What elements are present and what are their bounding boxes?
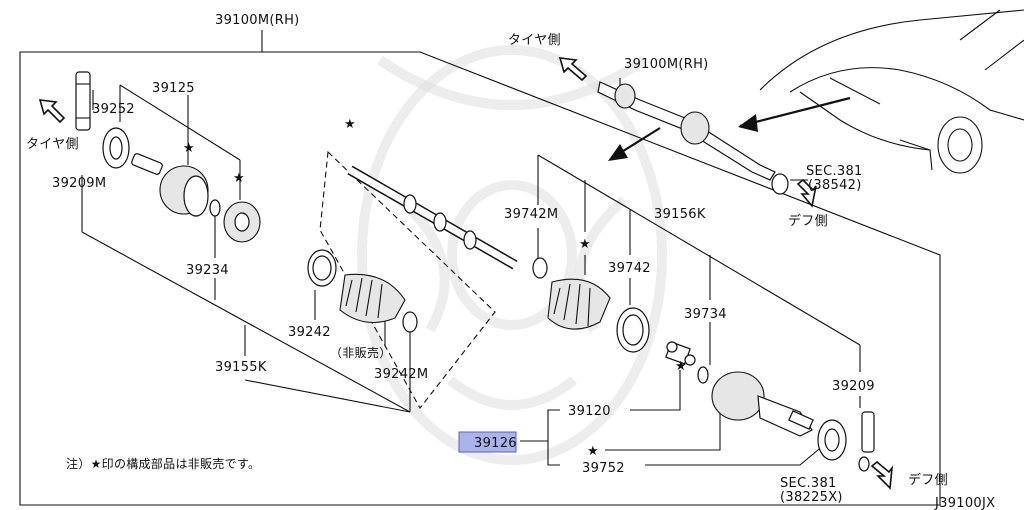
part-39125-cage xyxy=(223,201,261,243)
star-39126: ★ xyxy=(587,444,599,459)
car-sketch xyxy=(759,9,1024,174)
label-39742: 39742 xyxy=(608,261,651,276)
part-39752-housing xyxy=(711,371,814,437)
label-sec381-bottom: SEC.381 xyxy=(780,476,837,491)
pointer-arrows xyxy=(608,96,851,161)
label-diff-side-top: デフ側 xyxy=(788,213,828,229)
direction-arrow-left xyxy=(38,99,66,124)
small-driveshaft-assembly xyxy=(597,78,808,195)
shaft-dashed-box xyxy=(319,150,496,409)
label-39209: 39209 xyxy=(832,379,875,394)
label-39100M-rh: 39100M(RH) xyxy=(215,13,300,28)
label-39156K: 39156K xyxy=(654,207,706,222)
label-39120: 39120 xyxy=(568,404,611,419)
left-group-lines xyxy=(81,84,411,413)
label-sec381-top: SEC.381 xyxy=(806,164,863,179)
star-markers: ★ ★ ★ ★ ★ ★ xyxy=(183,117,687,459)
label-39125: 39125 xyxy=(152,81,195,96)
label-39100M-rh-small: 39100M(RH) xyxy=(624,57,709,72)
label-not-sold: （非販売） xyxy=(330,345,392,360)
direction-arrow-diff-top xyxy=(796,178,817,208)
star-boot: ★ xyxy=(579,237,591,252)
part-39234-circlip xyxy=(209,199,221,217)
label-39742M: 39742M xyxy=(504,207,558,222)
star-spider: ★ xyxy=(675,359,687,374)
label-tire-side-top: タイヤ側 xyxy=(508,33,561,48)
watermark-emblem xyxy=(357,45,667,465)
label-39752: 39752 xyxy=(582,461,625,476)
part-39742M-band xyxy=(532,257,548,279)
part-39741-boot-right xyxy=(547,278,611,330)
label-39234: 39234 xyxy=(186,263,229,278)
part-39242M-band xyxy=(402,311,418,333)
star-39125-b: ★ xyxy=(233,171,245,186)
label-39734: 39734 xyxy=(684,307,727,322)
part-39734-circlip xyxy=(697,366,709,384)
label-sec381-top-ref: (38542) xyxy=(808,178,862,193)
part-39742-band xyxy=(616,307,650,353)
label-sec381-bottom-ref: (38225X) xyxy=(780,490,843,505)
part-shaft xyxy=(347,165,518,270)
label-39242M: 39242M xyxy=(374,367,428,382)
direction-arrow-top xyxy=(558,57,588,82)
part-39252-grease-cap xyxy=(75,71,91,131)
part-39209M-washer xyxy=(102,127,130,169)
star-39125-a: ★ xyxy=(183,141,195,156)
star-shaft: ★ xyxy=(344,117,356,132)
part-retainer-ring xyxy=(858,456,870,472)
label-39242: 39242 xyxy=(288,325,331,340)
label-tire-side-left: タイヤ側 xyxy=(26,137,79,152)
assembly-frame xyxy=(19,30,941,506)
part-39242-band xyxy=(307,249,337,287)
direction-arrow-diff-bottom xyxy=(870,460,894,490)
note-not-sold: 注）★印の構成部品は非販売です。 xyxy=(66,456,260,471)
part-39209-dust-cap xyxy=(861,411,875,453)
part-39125-outer-joint xyxy=(131,153,209,217)
part-39241-boot-left xyxy=(339,273,406,324)
label-39252: 39252 xyxy=(92,102,135,117)
label-39126[interactable]: 39126 xyxy=(474,436,517,451)
label-diff-side-bottom: デフ側 xyxy=(908,472,948,488)
label-39126-highlight xyxy=(458,431,517,453)
label-39155K: 39155K xyxy=(215,360,267,375)
diagram-code: J39100JX xyxy=(934,496,995,510)
label-39209M: 39209M xyxy=(52,176,106,191)
part-oil-seal xyxy=(817,419,847,461)
part-39120-spider xyxy=(665,341,696,366)
